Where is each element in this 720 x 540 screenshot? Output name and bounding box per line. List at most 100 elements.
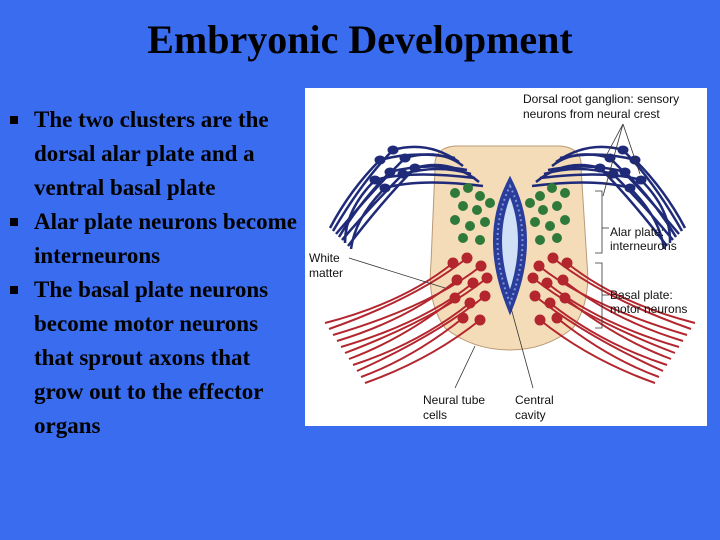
interneuron bbox=[530, 217, 540, 227]
motor-axon bbox=[534, 295, 664, 372]
interneuron bbox=[560, 188, 570, 198]
motor-axon bbox=[364, 319, 481, 384]
neural-tube-figure: Dorsal root ganglion: sensory neurons fr… bbox=[305, 88, 707, 426]
interneuron bbox=[475, 235, 485, 245]
motor-axon bbox=[566, 262, 696, 324]
interneuron bbox=[458, 201, 468, 211]
motor-axon bbox=[356, 295, 486, 372]
motor-neuron bbox=[457, 312, 469, 324]
label-drg-line1: Dorsal root ganglion: sensory bbox=[523, 92, 679, 106]
central-cavity bbox=[493, 175, 527, 316]
interneuron-group bbox=[450, 183, 570, 245]
sensory-neuron bbox=[384, 167, 396, 177]
motor-neuron bbox=[451, 274, 463, 286]
motor-axon bbox=[352, 302, 471, 366]
motor-neuron bbox=[474, 314, 486, 326]
bullet-item: Alar plate neurons become interneurons bbox=[10, 205, 300, 273]
motor-neuron bbox=[449, 292, 461, 304]
motor-neuron bbox=[529, 290, 541, 302]
motor-neuron bbox=[527, 272, 539, 284]
interneuron bbox=[450, 188, 460, 198]
sensory-axon bbox=[551, 153, 611, 167]
interneuron bbox=[547, 183, 557, 193]
interneuron bbox=[525, 198, 535, 208]
motor-neuron bbox=[534, 314, 546, 326]
bullet-square-icon bbox=[10, 218, 18, 226]
interneuron bbox=[535, 191, 545, 201]
label-drg-line2: neurons from neural crest bbox=[523, 107, 660, 121]
sensory-axon bbox=[535, 163, 601, 183]
interneuron bbox=[552, 201, 562, 211]
sensory-neuron bbox=[379, 183, 391, 193]
sensory-axon bbox=[328, 159, 381, 229]
motor-neuron bbox=[547, 252, 559, 264]
slide-title: Embryonic Development bbox=[147, 17, 573, 62]
motor-neuron bbox=[557, 274, 569, 286]
label-alar-line2: interneurons bbox=[610, 239, 677, 253]
motor-axon bbox=[336, 279, 458, 342]
sensory-neuron bbox=[387, 145, 399, 155]
interneuron bbox=[545, 221, 555, 231]
motor-axon bbox=[324, 262, 454, 324]
sensory-axon bbox=[599, 167, 668, 247]
interneuron bbox=[463, 183, 473, 193]
motor-axon bbox=[538, 265, 688, 336]
label-neural-tube-cells-line1: Neural tube bbox=[423, 393, 485, 407]
sensory-axon bbox=[629, 187, 666, 250]
sensory-axon bbox=[404, 153, 464, 167]
sensory-axon bbox=[612, 173, 674, 241]
interneuron bbox=[538, 205, 548, 215]
bullet-text: Alar plate neurons become interneurons bbox=[34, 209, 297, 268]
label-basal-line1: Basal plate: bbox=[610, 288, 673, 302]
sensory-neuron bbox=[635, 175, 647, 185]
motor-neuron bbox=[461, 252, 473, 264]
label-central-cavity-line1: Central bbox=[515, 393, 554, 407]
interneuron bbox=[485, 198, 495, 208]
sensory-axon bbox=[349, 187, 386, 250]
interneuron bbox=[535, 235, 545, 245]
sensory-neuron bbox=[619, 167, 631, 177]
sensory-axon bbox=[331, 149, 394, 232]
neural-tube-diagram: Dorsal root ganglion: sensory neurons fr… bbox=[309, 92, 696, 422]
interneuron bbox=[458, 233, 468, 243]
motor-axon bbox=[564, 297, 672, 360]
sensory-neuron bbox=[399, 153, 411, 163]
sensory-neuron bbox=[624, 183, 636, 193]
motor-axon bbox=[552, 257, 692, 330]
sensory-axon bbox=[414, 163, 480, 183]
bullet-item: The basal plate neurons become motor neu… bbox=[10, 273, 300, 443]
label-neural-tube-cells-line2: cells bbox=[423, 408, 447, 422]
bullet-square-icon bbox=[10, 286, 18, 294]
motor-neuron bbox=[559, 292, 571, 304]
bullet-list: The two clusters are the dorsal alar pla… bbox=[10, 103, 300, 443]
motor-axon bbox=[549, 302, 668, 366]
sensory-neuron-group bbox=[328, 145, 687, 250]
motor-neuron bbox=[479, 290, 491, 302]
motor-neuron bbox=[481, 272, 493, 284]
sensory-neuron bbox=[594, 163, 606, 173]
sensory-axon bbox=[531, 181, 631, 190]
bullet-text: The two clusters are the dorsal alar pla… bbox=[34, 107, 269, 200]
motor-neuron bbox=[475, 260, 487, 272]
bullet-square-icon bbox=[10, 116, 18, 124]
motor-axon bbox=[360, 317, 464, 378]
label-basal-line2: motor neurons bbox=[610, 302, 687, 316]
interneuron bbox=[465, 221, 475, 231]
label-white-matter-line2: matter bbox=[309, 266, 343, 280]
interneuron bbox=[450, 215, 460, 225]
leader-lines bbox=[348, 123, 641, 389]
sensory-axon bbox=[343, 179, 376, 244]
label-white-matter-line1: White bbox=[309, 251, 340, 265]
motor-axon bbox=[344, 277, 488, 354]
motor-neuron bbox=[551, 312, 563, 324]
sensory-axon bbox=[341, 173, 404, 241]
motor-axon bbox=[556, 317, 660, 378]
interneuron bbox=[552, 233, 562, 243]
label-alar-line1: Alar plate: bbox=[610, 225, 664, 239]
motor-axon bbox=[328, 257, 468, 330]
interneuron bbox=[480, 217, 490, 227]
sensory-axon bbox=[634, 159, 687, 229]
motor-axon bbox=[546, 282, 680, 348]
motor-axon bbox=[562, 279, 684, 342]
motor-neuron-group bbox=[324, 252, 696, 384]
